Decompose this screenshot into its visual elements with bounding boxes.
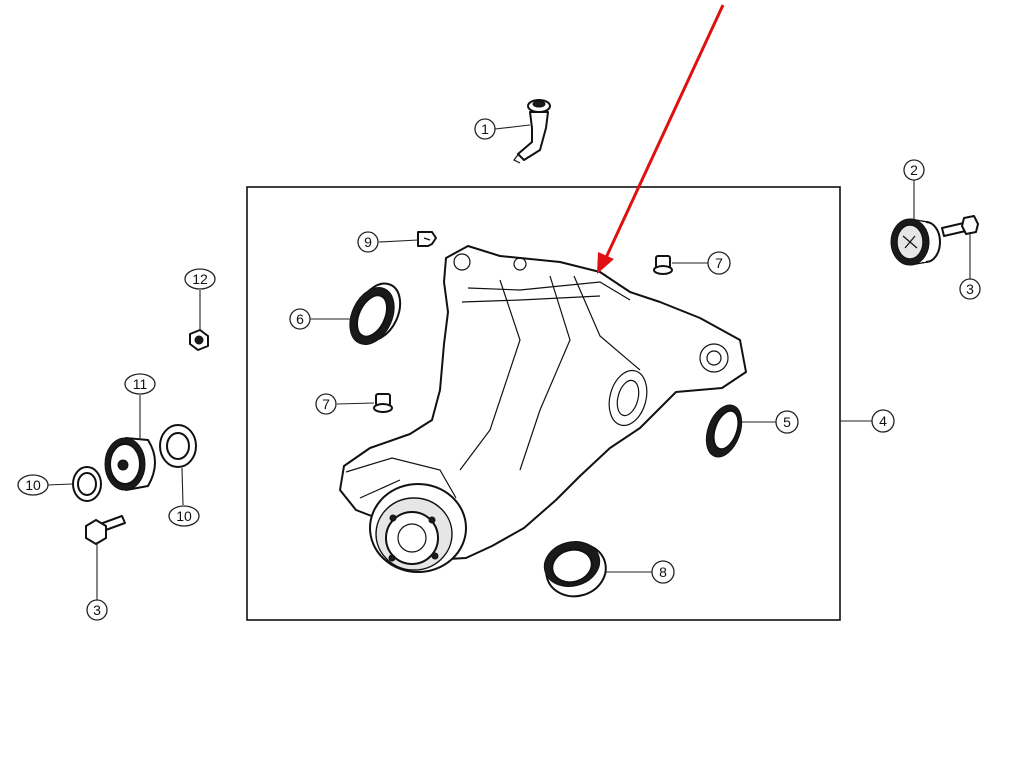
callout-12: 12 [184,268,216,290]
bolt-part-left [85,515,126,545]
callout-10-left: 10 [17,474,49,496]
callout-3-right: 3 [959,278,981,300]
callout-label: 7 [715,255,723,271]
callout-label: 10 [25,477,41,493]
callout-label: 12 [192,271,208,287]
callout-label: 3 [93,602,101,618]
mount-bushing-part [890,218,941,266]
highlight-arrow [597,4,725,274]
nut-part [189,329,209,351]
callout-label: 8 [659,564,667,580]
callout-label: 7 [322,396,330,412]
plug-part-top [653,255,673,275]
callout-6: 6 [289,308,311,330]
callout-label: 11 [133,376,148,392]
callout-1: 1 [474,118,496,140]
callout-10-right: 10 [168,505,200,527]
seal-part-8 [543,541,607,598]
washer-part-right [159,424,197,468]
callout-label: 5 [783,414,791,430]
seal-part-6 [349,282,402,345]
callout-label: 3 [966,281,974,297]
callout-9: 9 [357,231,379,253]
differential-bushing-part [104,437,156,491]
callout-8: 8 [651,560,675,584]
callout-label: 4 [879,413,887,429]
seal-part-5 [705,404,743,458]
callout-label: 9 [364,234,372,250]
callout-4: 4 [871,409,895,433]
callout-label: 10 [176,508,192,524]
callout-7-middle: 7 [315,393,337,415]
leader-lines [46,124,971,600]
callout-5: 5 [775,410,799,434]
assembly-frame [246,186,841,621]
washer-part-left [72,466,102,502]
callout-label: 1 [481,121,489,137]
plug-part-middle [373,393,393,413]
vent-tube-part [513,99,551,164]
callout-label: 6 [296,311,304,327]
callout-3-left: 3 [86,599,108,621]
bolt-part-right [941,215,979,237]
callout-2: 2 [903,159,925,181]
callout-11: 11 [124,373,156,395]
callout-7-top: 7 [707,251,731,275]
clip-part [417,231,437,247]
callout-label: 2 [910,162,918,178]
differential-housing-part [339,245,747,573]
